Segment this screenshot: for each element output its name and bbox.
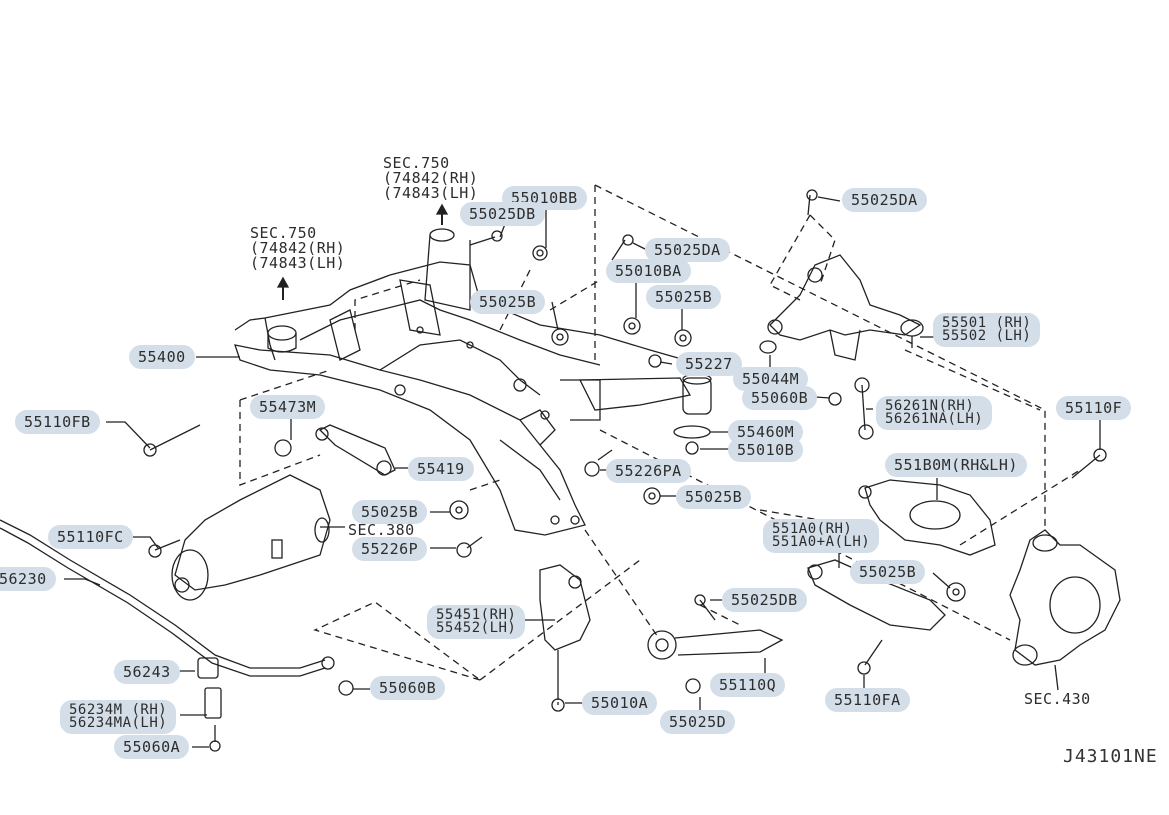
callout-55025B-right[interactable]: 55025B xyxy=(850,560,926,584)
section-ref-750-left: SEC.750 (74842(RH) (74843(LH) xyxy=(250,224,346,272)
callout-55226P[interactable]: 55226P xyxy=(352,537,428,561)
link-55110Q xyxy=(647,629,784,660)
callout-56234M-56234MA[interactable]: 56234M (RH) 56234MA(LH) xyxy=(60,700,177,734)
section-ref-380: SEC.380 xyxy=(348,521,415,539)
nuts-washers xyxy=(274,245,966,696)
callout-551A0-551A0A[interactable]: 551A0(RH) 551A0+A(LH) xyxy=(763,519,880,553)
callout-55060A[interactable]: 55060A xyxy=(114,735,190,759)
differential-sec380 xyxy=(171,474,331,601)
upper-arm-55501 xyxy=(767,254,924,361)
callout-55025B-frame[interactable]: 55025B xyxy=(352,500,428,524)
knuckle-sec430 xyxy=(1009,529,1121,691)
callout-55400[interactable]: 55400 xyxy=(129,345,195,369)
stabilizer-link-56261N xyxy=(854,377,874,440)
callout-55025B-left[interactable]: 55025B xyxy=(470,290,546,314)
callout-55060B-top[interactable]: 55060B xyxy=(742,386,818,410)
callout-55025B-low[interactable]: 55025B xyxy=(676,485,752,509)
callout-56261N-56261NA[interactable]: 56261N(RH) 56261NA(LH) xyxy=(876,396,993,430)
callout-55110F[interactable]: 55110F xyxy=(1056,396,1132,420)
bracket-55451 xyxy=(539,564,591,680)
link-55227 xyxy=(578,373,712,455)
callout-55010B[interactable]: 55010B xyxy=(728,438,804,462)
callout-55110FB[interactable]: 55110FB xyxy=(15,410,100,434)
callout-55227[interactable]: 55227 xyxy=(676,352,742,376)
callout-55060B-low[interactable]: 55060B xyxy=(370,676,446,700)
callout-55025DA-right[interactable]: 55025DA xyxy=(842,188,927,212)
callout-55025DB-low[interactable]: 55025DB xyxy=(722,588,807,612)
section-ref-430: SEC.430 xyxy=(1024,690,1091,708)
diff-mount-55419 xyxy=(315,424,396,476)
callout-55025B-mid[interactable]: 55025B xyxy=(646,285,722,309)
subframe-55400 xyxy=(234,228,721,536)
callout-55451-55452[interactable]: 55451(RH) 55452(LH) xyxy=(427,605,526,639)
up-arrows xyxy=(276,203,449,300)
callout-55501-55502[interactable]: 55501 (RH) 55502 (LH) xyxy=(933,313,1041,347)
section-ref-750-upper: SEC.750 (74842(RH) (74843(LH) xyxy=(383,154,479,202)
callout-551B0M[interactable]: 551B0M(RH&LH) xyxy=(885,453,1027,477)
callout-55110FC[interactable]: 55110FC xyxy=(48,525,133,549)
callout-55226PA[interactable]: 55226PA xyxy=(606,459,691,483)
callout-55025D[interactable]: 55025D xyxy=(660,710,736,734)
callout-55473M[interactable]: 55473M xyxy=(250,395,326,419)
callout-55025DB-top[interactable]: 55025DB xyxy=(460,202,545,226)
callout-55110Q[interactable]: 55110Q xyxy=(710,673,786,697)
callout-55419[interactable]: 55419 xyxy=(408,457,474,481)
stabilizer-bar-56230 xyxy=(0,519,335,719)
callout-56230[interactable]: 56230 xyxy=(0,567,56,591)
callout-55110FA[interactable]: 55110FA xyxy=(825,688,910,712)
callout-55025DA-left[interactable]: 55025DA xyxy=(645,238,730,262)
callout-55010A[interactable]: 55010A xyxy=(582,691,658,715)
bolts xyxy=(143,189,1107,752)
callout-55010BA[interactable]: 55010BA xyxy=(606,259,691,283)
lower-arm-551B0M xyxy=(858,479,996,556)
figure-code: J43101NE xyxy=(1063,746,1158,767)
callout-56243[interactable]: 56243 xyxy=(114,660,180,684)
